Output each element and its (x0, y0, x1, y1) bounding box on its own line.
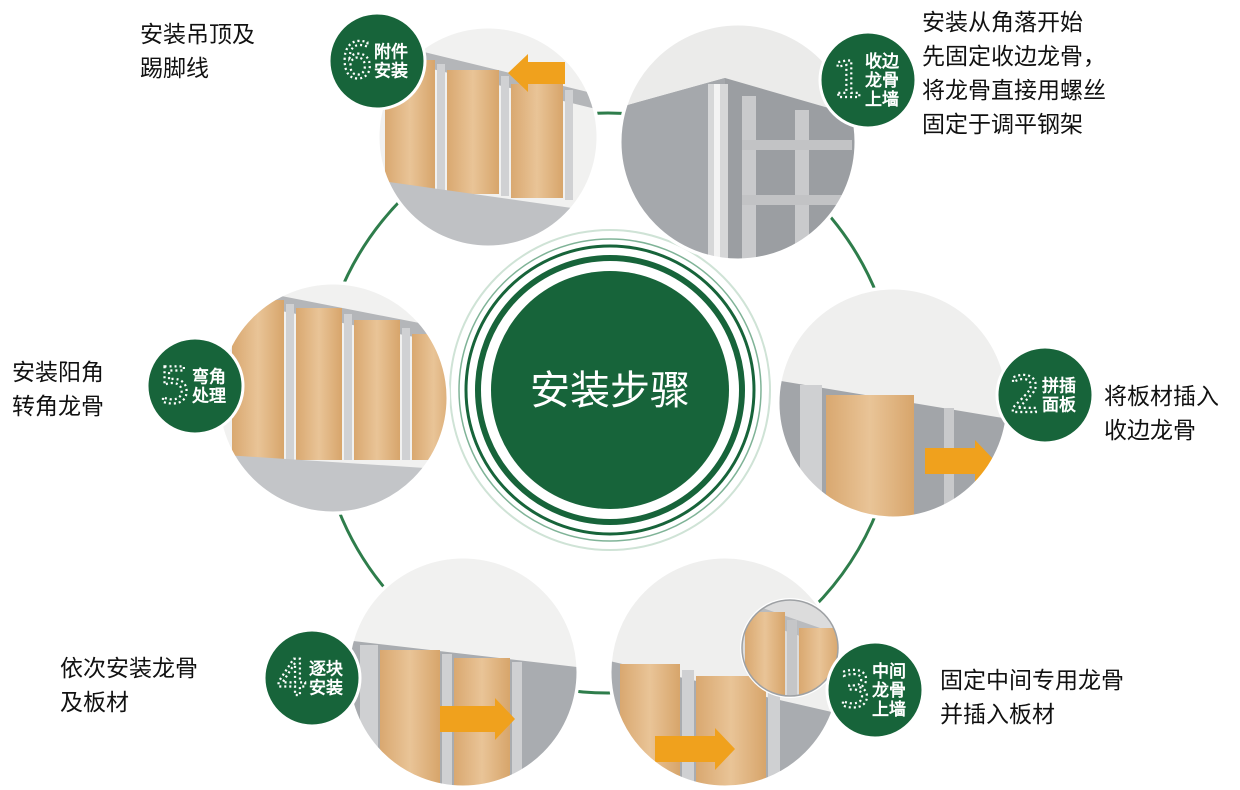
step-2-number: 2 (1009, 366, 1041, 424)
step-5-description: 安装阳角 转角龙骨 (12, 356, 104, 424)
step-1-badge-label: 龙骨 (864, 70, 899, 91)
step-4-number: 4 (276, 649, 308, 707)
step-6-desc-line: 安装吊顶及 (140, 22, 255, 48)
step-5-desc-line: 转角龙骨 (12, 394, 104, 420)
step-3-badge-label: 上墙 (872, 699, 906, 720)
step-3-photo (608, 555, 842, 789)
step-6-badge-label: 附件 (374, 42, 408, 63)
step-5-badge-label: 处理 (191, 386, 226, 407)
step-1-number: 1 (832, 51, 864, 109)
step-5-badge-label: 弯角 (192, 367, 226, 388)
step-3-badge-label: 中间 (872, 661, 906, 682)
step-4-arrow-icon (440, 698, 515, 740)
step-2-photo (776, 286, 1010, 520)
step-3-desc-line: 并插入板材 (940, 702, 1055, 728)
step-2-desc-line: 将板材插入 (1104, 384, 1219, 410)
step-2-badge-label: 面板 (1042, 395, 1077, 416)
step-1-desc-line: 固定于调平钢架 (922, 112, 1083, 138)
step-4-desc-line: 及板材 (60, 690, 129, 716)
step-1-badge-label: 收边 (865, 51, 900, 72)
step-1-desc-line: 将龙骨直接用螺丝 (922, 78, 1106, 104)
step-6-desc-line: 踢脚线 (140, 56, 209, 82)
step-4-description: 依次安装龙骨 及板材 (60, 652, 198, 720)
step-4-desc-line: 依次安装龙骨 (60, 656, 198, 682)
step-5-photo (216, 281, 450, 515)
step-5-number: 5 (159, 357, 191, 415)
center-badge: 安装步骤 (447, 227, 773, 553)
step-6-number: 6 (341, 32, 373, 90)
step-2-description: 将板材插入 收边龙骨 (1104, 380, 1219, 448)
step-3-badge-label: 龙骨 (871, 680, 906, 701)
step-6-arrow-icon (508, 54, 565, 92)
step-6-badge-label: 安装 (374, 61, 408, 82)
step-6-description: 安装吊顶及 踢脚线 (140, 18, 255, 86)
step-1-desc-line: 安装从角落开始 (922, 10, 1083, 36)
step-1-desc-line: 先固定收边龙骨， (922, 44, 1106, 70)
step-5-desc-line: 安装阳角 (12, 360, 104, 386)
step-3-desc-line: 固定中间专用龙骨 (940, 668, 1124, 694)
step-3-arrow-icon (655, 728, 735, 770)
step-1-photo (618, 22, 858, 262)
center-title: 安装步骤 (530, 368, 690, 414)
step-3-inset (740, 598, 840, 698)
step-2-badge-label: 拼插 (1042, 376, 1076, 397)
step-4-photo (346, 555, 580, 789)
step-2-desc-line: 收边龙骨 (1104, 418, 1196, 444)
step-4-badge-label: 逐块 (309, 660, 344, 680)
step-1-badge-label: 上墙 (865, 89, 899, 110)
step-3-number: 3 (839, 661, 871, 719)
step-3-description: 固定中间专用龙骨 并插入板材 (940, 664, 1124, 732)
step-1-description: 安装从角落开始 先固定收边龙骨， 将龙骨直接用螺丝 固定于调平钢架 (922, 6, 1106, 142)
step-2-arrow-icon (925, 440, 995, 482)
step-4-badge-label: 安装 (309, 678, 343, 699)
